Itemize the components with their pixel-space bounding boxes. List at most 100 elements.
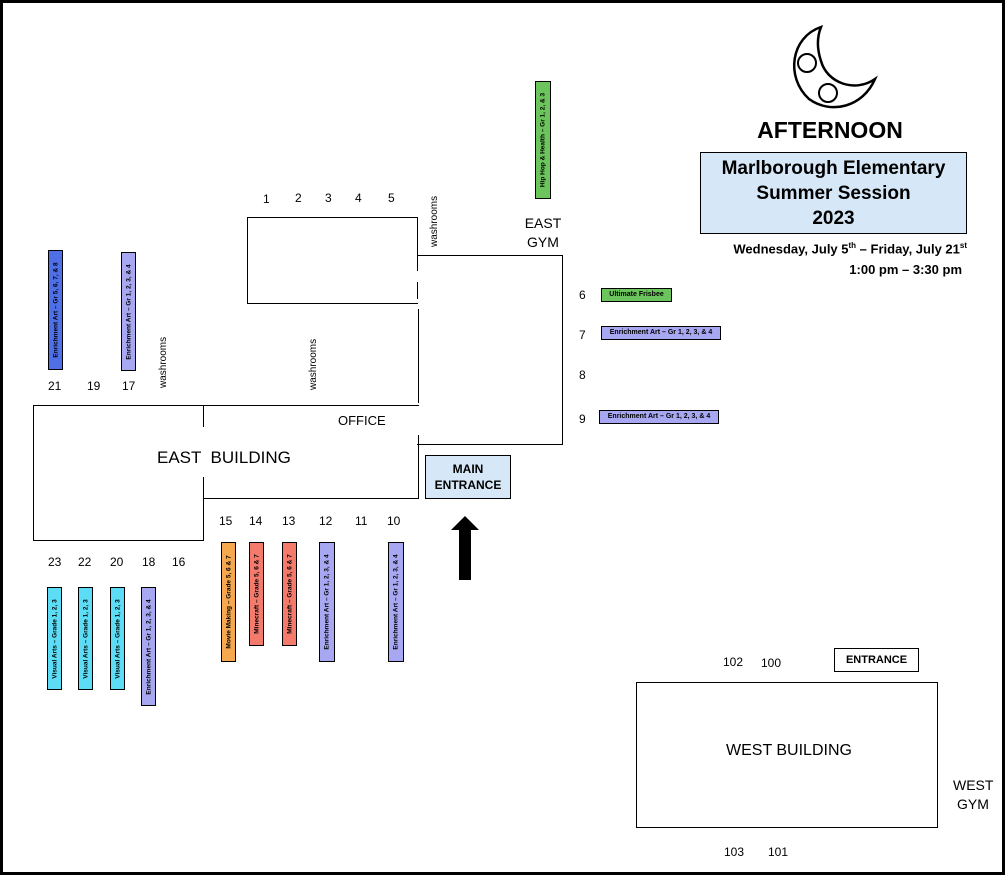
room-21: 21 xyxy=(48,379,62,393)
activity-enrichment-art-9[interactable]: Enrichment Art – Gr 1, 2, 3, & 4 xyxy=(599,410,719,424)
activity-label: Enrichment Art – Gr 1, 2, 3, & 4 xyxy=(145,598,152,695)
wall xyxy=(562,255,563,445)
activity-enrichment-art-10[interactable]: Enrichment Art – Gr 1, 2, 3, & 4 xyxy=(388,542,404,662)
room-5: 5 xyxy=(388,191,395,205)
wall xyxy=(418,435,419,499)
activity-label: Hip Hop & Health – Gr 1, 2, & 3 xyxy=(539,92,547,188)
room-102: 102 xyxy=(723,655,744,669)
wall xyxy=(247,217,418,218)
west-gym-label: WEST GYM xyxy=(953,776,993,814)
wall xyxy=(203,477,204,541)
wall xyxy=(33,405,34,541)
activity-label: Visual Arts – Grade 1, 2, 3 xyxy=(114,598,121,679)
activity-label: Movie Making – Grade 5, 6 & 7 xyxy=(225,555,232,649)
wall xyxy=(417,255,563,256)
room-4: 4 xyxy=(355,191,362,205)
activity-label: Visual Arts – Grade 1, 2, 3 xyxy=(51,598,58,679)
room-100: 100 xyxy=(761,656,782,670)
wall xyxy=(33,540,204,541)
title-line-3: 2023 xyxy=(812,208,855,229)
room-101: 101 xyxy=(768,845,789,859)
activity-label: Enrichment Art – Gr 1, 2, 3, & 4 xyxy=(125,263,132,360)
wall xyxy=(417,217,418,271)
room-2: 2 xyxy=(295,191,302,205)
activity-visual-arts-23[interactable]: Visual Arts – Grade 1, 2, 3 xyxy=(47,587,62,690)
wall xyxy=(417,444,563,445)
room-1: 1 xyxy=(263,192,270,206)
dates-sup-1: th xyxy=(848,241,857,250)
room-12: 12 xyxy=(319,514,333,528)
room-10: 10 xyxy=(387,514,401,528)
activity-visual-arts-22[interactable]: Visual Arts – Grade 1, 2, 3 xyxy=(78,587,93,690)
room-20: 20 xyxy=(110,555,124,569)
room-14: 14 xyxy=(249,514,263,528)
east-building-label: EAST BUILDING xyxy=(157,448,291,467)
room-15: 15 xyxy=(219,514,233,528)
title-line-2: Summer Session xyxy=(756,183,911,204)
washrooms-label-left: washrooms xyxy=(158,336,169,388)
activity-enrichment-art-12[interactable]: Enrichment Art – Gr 1, 2, 3, & 4 xyxy=(319,542,335,662)
title-box: Marlborough Elementary Summer Session 20… xyxy=(700,152,967,234)
wall xyxy=(203,405,204,427)
activity-label: Enrichment Art – Gr 1, 2, 3, & 4 xyxy=(392,554,400,650)
title-line-1: Marlborough Elementary xyxy=(721,158,946,179)
room-16: 16 xyxy=(172,555,186,569)
wall xyxy=(33,405,419,406)
session-time: 1:00 pm – 3:30 pm xyxy=(849,262,962,277)
activity-minecraft-13[interactable]: Minecraft – Grade 5, 6 & 7 xyxy=(282,542,297,646)
washrooms-label-upper: washrooms xyxy=(429,195,440,247)
wall xyxy=(418,309,419,403)
dates-middle: – Friday, July 21 xyxy=(856,241,960,257)
activity-minecraft-14[interactable]: Minecraft – Grade 5, 6 & 7 xyxy=(249,542,264,646)
activity-visual-arts-20[interactable]: Visual Arts – Grade 1, 2, 3 xyxy=(110,587,125,690)
main-entrance-line-1: MAIN xyxy=(452,462,484,476)
activity-enrichment-art-21[interactable]: Enrichment Art – Gr 5, 6, 7, & 8 xyxy=(48,250,63,370)
room-13: 13 xyxy=(282,514,296,528)
room-103: 103 xyxy=(724,845,745,859)
east-gym-line-2: GYM xyxy=(527,234,559,250)
activity-label: Minecraft – Grade 5, 6 & 7 xyxy=(286,554,293,634)
room-9: 9 xyxy=(579,412,586,426)
activity-label: Minecraft – Grade 5, 6 & 7 xyxy=(253,554,260,634)
west-gym-line-1: WEST xyxy=(953,777,994,793)
room-17: 17 xyxy=(122,379,136,393)
activity-enrichment-art-18[interactable]: Enrichment Art – Gr 1, 2, 3, & 4 xyxy=(141,587,156,706)
room-18: 18 xyxy=(142,555,156,569)
activity-enrichment-art-7[interactable]: Enrichment Art – Gr 1, 2, 3, & 4 xyxy=(601,326,721,340)
activity-label: Visual Arts – Grade 1, 2, 3 xyxy=(82,598,89,679)
activity-label: Enrichment Art – Gr 1, 2, 3, & 4 xyxy=(323,554,331,650)
activity-hip-hop-health[interactable]: Hip Hop & Health – Gr 1, 2, & 3 xyxy=(535,81,551,199)
room-23: 23 xyxy=(48,555,62,569)
west-gym-line-2: GYM xyxy=(957,796,989,812)
room-8: 8 xyxy=(579,368,586,382)
east-gym-line-1: EAST xyxy=(524,215,562,231)
east-gym-label: EAST GYM xyxy=(523,214,563,252)
main-entrance-box: MAIN ENTRANCE xyxy=(425,455,511,499)
room-11: 11 xyxy=(355,514,368,528)
west-building-label: WEST BUILDING xyxy=(726,742,852,759)
wall xyxy=(247,303,418,304)
room-7: 7 xyxy=(579,328,586,342)
session-title: AFTERNOON xyxy=(757,117,903,143)
dates-prefix: Wednesday, July 5 xyxy=(733,241,849,257)
room-22: 22 xyxy=(78,555,92,569)
main-entrance-line-2: ENTRANCE xyxy=(434,478,502,492)
washrooms-label-mid: washrooms xyxy=(308,338,319,390)
activity-label: Enrichment Art – Gr 5, 6, 7, & 8 xyxy=(52,262,59,358)
activity-enrichment-art-17[interactable]: Enrichment Art – Gr 1, 2, 3, & 4 xyxy=(121,252,136,371)
wall xyxy=(247,217,248,304)
room-6: 6 xyxy=(579,288,586,302)
west-building-outline xyxy=(636,682,938,828)
room-3: 3 xyxy=(325,191,332,205)
wall xyxy=(203,498,419,499)
activity-movie-making-15[interactable]: Movie Making – Grade 5, 6 & 7 xyxy=(221,542,236,662)
up-arrow-icon xyxy=(451,516,479,580)
session-dates: Wednesday, July 5th – Friday, July 21st xyxy=(703,241,967,256)
wall xyxy=(417,282,418,299)
entrance-box: ENTRANCE xyxy=(834,648,919,672)
crescent-moon-icon xyxy=(793,24,878,109)
activity-ultimate-frisbee[interactable]: Ultimate Frisbee xyxy=(601,288,672,302)
room-19: 19 xyxy=(87,379,101,393)
office-label: OFFICE xyxy=(338,413,386,428)
